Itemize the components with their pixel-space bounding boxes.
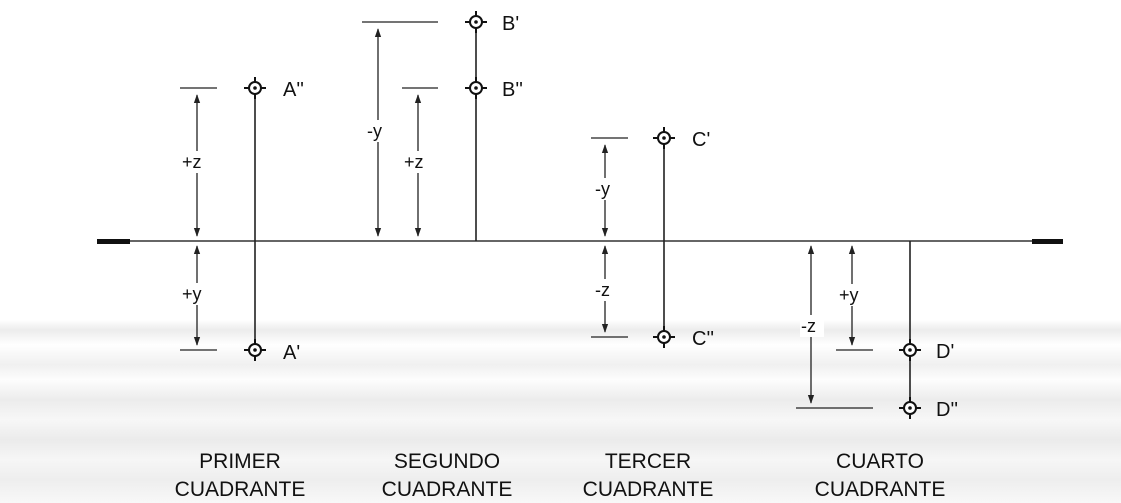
- quadrant-captions: PRIMER CUADRANTE SEGUNDO CUADRANTE TERCE…: [175, 450, 946, 501]
- dimension-label-b-y: -y: [367, 121, 382, 141]
- point-b: -y +z B' B'': [362, 10, 523, 241]
- point-marker-d-horizontal: [898, 338, 922, 362]
- dimension-label-b-z: +z: [404, 152, 424, 172]
- quadrant-caption-3-line1: TERCER: [605, 450, 691, 473]
- point-marker-b-horizontal: [464, 10, 488, 34]
- dimension-label-c-z: -z: [595, 280, 610, 300]
- point-label-a-horizontal: A': [283, 342, 300, 364]
- dimension-label-a-z: +z: [182, 152, 202, 172]
- point-marker-a-vertical: [243, 76, 267, 100]
- point-marker-a-horizontal: [243, 338, 267, 362]
- point-label-c-vertical: C'': [692, 328, 714, 350]
- point-label-b-vertical: B'': [502, 79, 523, 101]
- point-marker-d-vertical: [898, 396, 922, 420]
- point-c: -y -z C' C'': [591, 126, 714, 350]
- point-label-d-vertical: D'': [936, 399, 958, 421]
- quadrant-caption-1-line2: CUADRANTE: [175, 478, 306, 501]
- point-d: -z +y D' D'': [796, 241, 958, 421]
- quadrant-caption-1-line1: PRIMER: [199, 450, 281, 473]
- point-label-c-horizontal: C': [692, 129, 710, 151]
- point-marker-b-vertical: [464, 76, 488, 100]
- ground-line: [97, 239, 1063, 244]
- quadrant-caption-3-line2: CUADRANTE: [583, 478, 714, 501]
- point-marker-c-vertical: [652, 325, 676, 349]
- quadrant-caption-4-line1: CUARTO: [836, 450, 924, 473]
- dimension-label-a-y: +y: [182, 284, 202, 304]
- point-a: +z +y A'' A': [180, 76, 304, 364]
- point-marker-c-horizontal: [652, 126, 676, 150]
- dimension-label-d-z: -z: [801, 316, 816, 336]
- point-label-b-horizontal: B': [502, 13, 519, 35]
- quadrant-caption-2-line1: SEGUNDO: [394, 450, 500, 473]
- point-label-a-vertical: A'': [283, 79, 304, 101]
- dimension-label-c-y: -y: [595, 179, 610, 199]
- point-label-d-horizontal: D': [936, 341, 954, 363]
- dimension-label-d-y: +y: [839, 285, 859, 305]
- quadrant-caption-2-line2: CUADRANTE: [382, 478, 513, 501]
- quadrant-caption-4-line2: CUADRANTE: [815, 478, 946, 501]
